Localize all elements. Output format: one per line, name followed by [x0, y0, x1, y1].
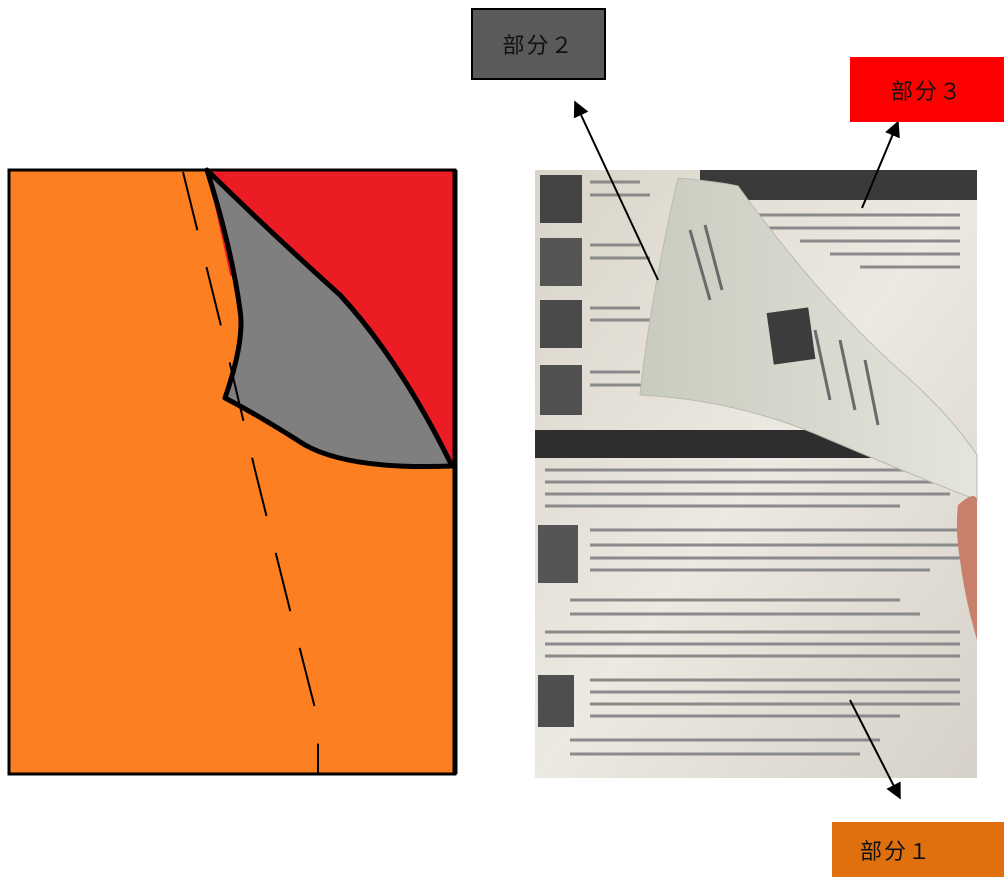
document-photo [535, 170, 977, 778]
portrait [540, 175, 582, 223]
flap-portrait [767, 307, 816, 364]
portrait [538, 675, 574, 727]
label-part-1: 部分１ [832, 822, 1004, 877]
label-part-2: 部分２ [471, 8, 606, 80]
portrait [540, 300, 582, 348]
portrait [540, 365, 582, 415]
page-schematic [9, 170, 455, 775]
label-part-3: 部分３ [850, 57, 1004, 122]
portrait [540, 238, 582, 286]
portrait [538, 525, 578, 583]
